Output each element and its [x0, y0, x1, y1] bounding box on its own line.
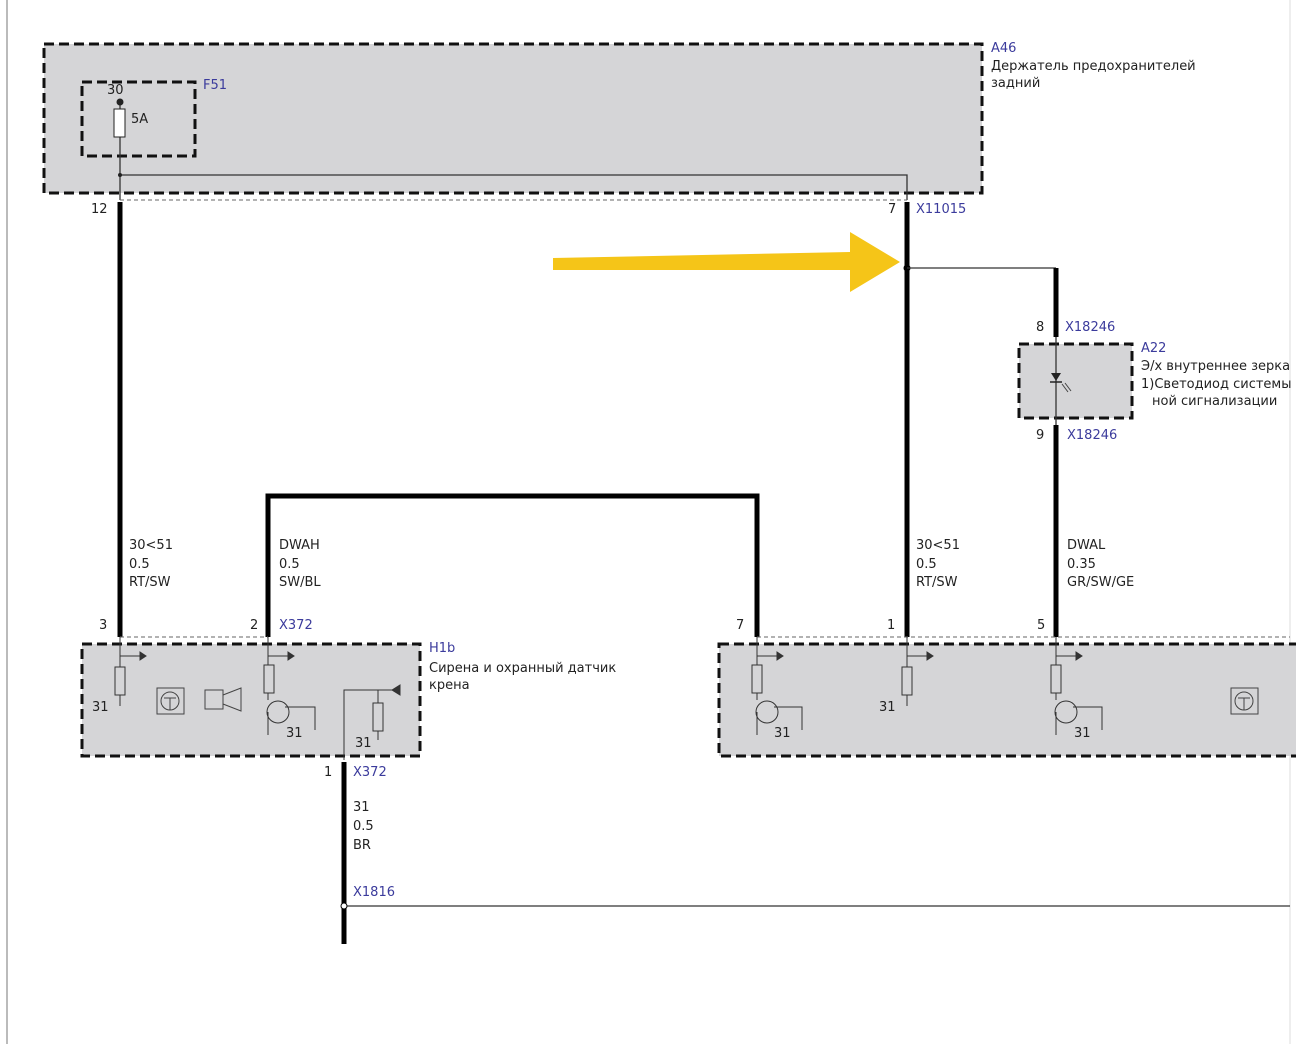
wire-dwah[interactable] [265, 493, 760, 637]
wire-label-right: 30<51 0.5 RT/SW [916, 538, 960, 590]
transistor-circuit-3 [1050, 637, 1103, 735]
ground-splice-dot [340, 902, 348, 910]
svg-text:0.5: 0.5 [279, 557, 300, 572]
wire-label-dwah: DWAH 0.5 SW/BL [279, 538, 321, 590]
a46-label[interactable]: A46 [991, 41, 1016, 56]
highlight-arrow [553, 232, 900, 292]
a22-desc-2: 1)Светодиод системы [1141, 377, 1292, 392]
svg-text:BR: BR [353, 838, 371, 853]
svg-text:0.5: 0.5 [353, 819, 374, 834]
input-circuit-2 [901, 637, 934, 706]
right-pin-7: 7 [736, 618, 744, 633]
ground-label: 31 [355, 736, 372, 751]
transistor-circuit-2 [751, 637, 803, 735]
ground-label: 31 [879, 700, 896, 715]
svg-text:RT/SW: RT/SW [129, 575, 171, 590]
led-icon [1050, 373, 1072, 393]
ground-label: 31 [286, 726, 303, 741]
x372-bottom-label[interactable]: X372 [353, 765, 387, 780]
sensor-icon [1230, 687, 1259, 715]
x1816-label[interactable]: X1816 [353, 885, 395, 900]
x11015-label[interactable]: X11015 [916, 202, 966, 217]
f51-rating: 5A [131, 112, 148, 127]
svg-text:DWAL: DWAL [1067, 538, 1106, 553]
a22-desc-3: ной сигнализации [1152, 394, 1277, 409]
a46-pin-12: 12 [91, 202, 108, 217]
a46-fuse-holder-box[interactable] [42, 42, 984, 195]
f51-fuse-box[interactable] [80, 80, 197, 158]
siren-horn-icon [204, 687, 242, 712]
ground-label: 31 [774, 726, 791, 741]
svg-text:SW/BL: SW/BL [279, 575, 321, 590]
svg-text:30<51: 30<51 [129, 538, 173, 553]
f51-label[interactable]: F51 [203, 78, 227, 93]
h1b-desc-2: крена [429, 678, 470, 693]
tilt-sensor-circuit [343, 684, 401, 760]
a46-desc-2: задний [991, 76, 1040, 91]
junction-dot [118, 173, 122, 177]
fuse-symbol-icon [113, 108, 126, 138]
input-circuit-1 [114, 637, 147, 706]
x372-pin-2: 2 [250, 618, 258, 633]
h1b-siren-box[interactable] [80, 642, 422, 758]
svg-text:0.5: 0.5 [916, 557, 937, 572]
wire-label-dwal: DWAL 0.35 GR/SW/GE [1067, 538, 1134, 590]
right-module-box[interactable] [717, 642, 1296, 758]
a22-label[interactable]: A22 [1141, 341, 1166, 356]
x372-pin-3: 3 [99, 618, 107, 633]
a22-desc-1: Э/х внутреннее зерка [1141, 359, 1290, 374]
wire-label-left: 30<51 0.5 RT/SW [129, 538, 173, 590]
x18246-top-pin: 8 [1036, 320, 1044, 335]
svg-text:GR/SW/GE: GR/SW/GE [1067, 575, 1134, 590]
x372-top-label[interactable]: X372 [279, 618, 313, 633]
a46-desc-1: Держатель предохранителей [991, 59, 1196, 74]
svg-text:30<51: 30<51 [916, 538, 960, 553]
ground-label: 31 [92, 700, 109, 715]
f51-pin-dot [116, 98, 124, 106]
ground-label: 31 [1074, 726, 1091, 741]
sensor-icon [156, 687, 185, 715]
x18246-bottom-pin: 9 [1036, 428, 1044, 443]
wire-label-ground: 31 0.5 BR [353, 800, 374, 853]
svg-text:0.5: 0.5 [129, 557, 150, 572]
x372-bottom-pin: 1 [324, 765, 332, 780]
right-pin-1: 1 [887, 618, 895, 633]
x18246-top-label[interactable]: X18246 [1065, 320, 1115, 335]
svg-text:0.35: 0.35 [1067, 557, 1096, 572]
x11015-pin: 7 [888, 202, 896, 217]
f51-pin: 30 [107, 83, 124, 98]
a22-mirror-box[interactable] [1017, 342, 1134, 420]
h1b-label[interactable]: H1b [429, 641, 455, 656]
transistor-circuit-1 [263, 637, 316, 735]
svg-text:DWAH: DWAH [279, 538, 320, 553]
right-pin-5: 5 [1037, 618, 1045, 633]
h1b-desc-1: Сирена и охранный датчик [429, 661, 616, 676]
x18246-bottom-label[interactable]: X18246 [1067, 428, 1117, 443]
a46-internal-bus [120, 174, 908, 200]
svg-text:31: 31 [353, 800, 370, 815]
svg-text:RT/SW: RT/SW [916, 575, 958, 590]
